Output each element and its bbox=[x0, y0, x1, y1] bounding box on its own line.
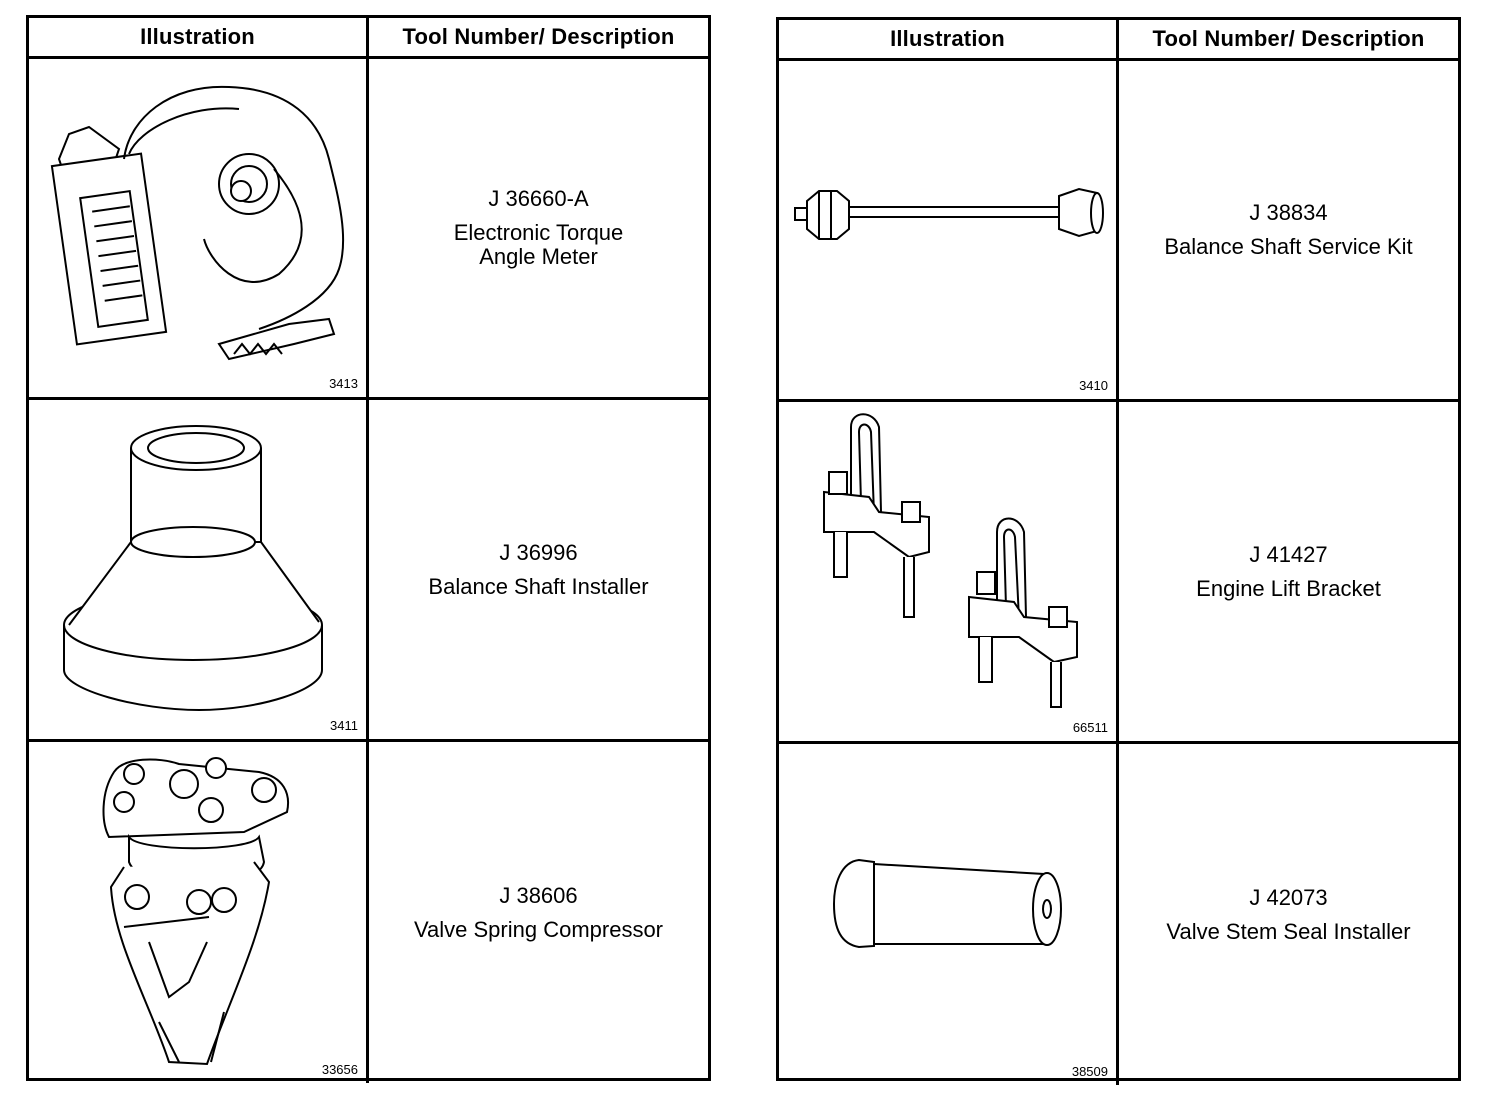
illustration-cell: 3411 bbox=[29, 400, 369, 739]
description-cell: J 36996 Balance Shaft Installer bbox=[369, 400, 708, 739]
description-cell: J 41427 Engine Lift Bracket bbox=[1119, 402, 1458, 741]
valve-stem-seal-installer-icon bbox=[832, 858, 1062, 949]
figure-number: 3410 bbox=[1079, 378, 1108, 393]
figure-number: 38509 bbox=[1071, 1064, 1108, 1079]
illustration-cell: 3413 bbox=[29, 59, 369, 397]
table-row: 3411 J 36996 Balance Shaft Installer bbox=[29, 400, 708, 742]
figure-number: 3413 bbox=[329, 376, 358, 391]
tool-description: Balance Shaft Service Kit bbox=[1164, 234, 1413, 259]
torque-angle-meter-icon bbox=[50, 85, 345, 361]
tool-description: Engine Lift Bracket bbox=[1196, 575, 1381, 601]
tool-number: J 36996 bbox=[499, 539, 578, 565]
illustration-cell: 33656 bbox=[29, 742, 369, 1083]
table-row: 3413 J 36660-A Electronic Torque Angle M… bbox=[29, 59, 708, 400]
tool-number: J 41427 bbox=[1249, 541, 1328, 567]
table-header: Illustration Tool Number/ Description bbox=[779, 20, 1458, 61]
table-row: 33656 J 38606 Valve Spring Compressor bbox=[29, 742, 708, 1083]
description-cell: J 38834 Balance Shaft Service Kit bbox=[1119, 61, 1458, 399]
figure-number: 3411 bbox=[330, 718, 358, 733]
tool-description: Valve Stem Seal Installer bbox=[1166, 918, 1411, 944]
tool-description: Valve Spring Compressor bbox=[413, 916, 664, 942]
table-row: 3410 J 38834 Balance Shaft Service Kit bbox=[779, 61, 1458, 402]
balance-shaft-service-kit-icon bbox=[794, 187, 1104, 240]
tool-description: Electronic Torque bbox=[453, 220, 624, 245]
tool-description-line2: Angle Meter bbox=[479, 244, 598, 269]
tool-table-right: Illustration Tool Number/ Description 34… bbox=[776, 17, 1461, 1085]
illustration-cell: 3410 bbox=[779, 61, 1119, 399]
table-header: Illustration Tool Number/ Description bbox=[29, 18, 708, 59]
table-row: 66511 J 41427 Engine Lift Bracket bbox=[779, 402, 1458, 744]
tool-table-left: Illustration Tool Number/ Description bbox=[26, 15, 711, 1083]
tool-description: Balance Shaft Installer bbox=[428, 573, 649, 599]
illustration-cell: 38509 bbox=[779, 744, 1119, 1085]
tool-number: J 38606 bbox=[499, 882, 578, 908]
illustration-cell: 66511 bbox=[779, 402, 1119, 741]
tool-number: J 36660-A bbox=[488, 186, 589, 211]
description-cell: J 36660-A Electronic Torque Angle Meter bbox=[369, 59, 708, 397]
header-illustration: Illustration bbox=[779, 20, 1119, 58]
tool-number: J 42073 bbox=[1249, 884, 1328, 910]
header-illustration: Illustration bbox=[29, 18, 369, 56]
description-cell: J 38606 Valve Spring Compressor bbox=[369, 742, 708, 1083]
header-tool-description: Tool Number/ Description bbox=[402, 24, 675, 49]
valve-spring-compressor-icon bbox=[102, 757, 289, 1066]
balance-shaft-installer-icon bbox=[63, 425, 323, 712]
engine-lift-bracket-icon bbox=[823, 413, 1078, 708]
tool-number: J 38834 bbox=[1249, 200, 1328, 225]
table-row: 38509 J 42073 Valve Stem Seal Installer bbox=[779, 744, 1458, 1085]
figure-number: 66511 bbox=[1072, 720, 1108, 735]
figure-number: 33656 bbox=[321, 1062, 358, 1077]
description-cell: J 42073 Valve Stem Seal Installer bbox=[1119, 744, 1458, 1085]
header-tool-description: Tool Number/ Description bbox=[1152, 26, 1425, 51]
